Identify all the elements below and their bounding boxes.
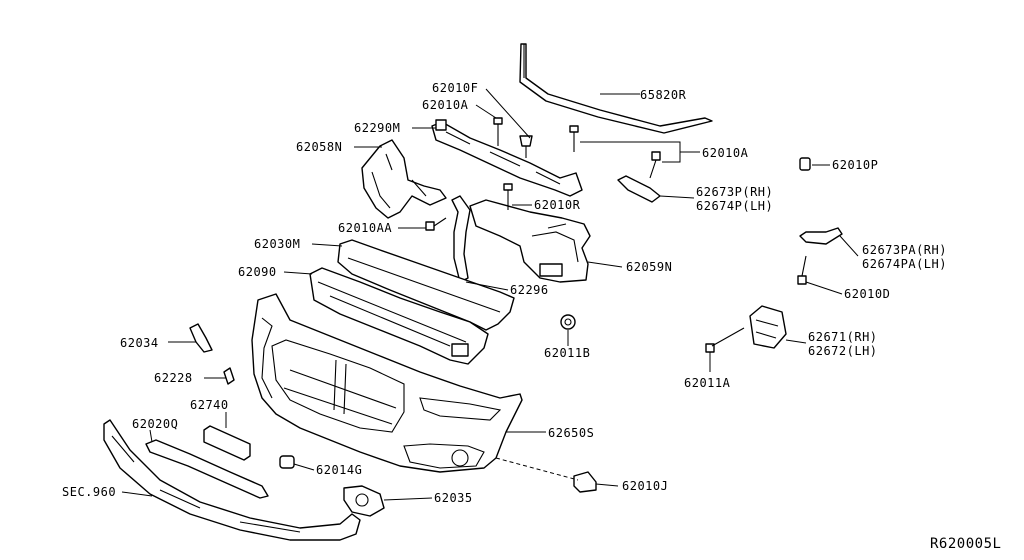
clip-62010F — [519, 135, 533, 158]
upper-seal-strip — [519, 43, 713, 134]
label-62010F: 62010F — [432, 81, 478, 95]
bolt-62010D — [797, 255, 807, 285]
bracket-62010J — [573, 471, 597, 493]
clip-62228 — [223, 367, 235, 385]
label-62673PA: 62673PA(RH) — [862, 243, 947, 257]
label-62010AA: 62010AA — [338, 221, 392, 235]
side-bracket-62034 — [189, 323, 213, 353]
upper-reinforcement — [431, 119, 583, 197]
label-62650S: 62650S — [548, 426, 594, 440]
label-62010D: 62010D — [844, 287, 890, 301]
nut-62011B — [560, 314, 576, 330]
label-62090: 62090 — [238, 265, 277, 279]
label-62010R: 62010R — [534, 198, 581, 212]
bracket-62671 — [749, 305, 787, 349]
license-plate-bracket — [203, 425, 251, 461]
label-62034: 62034 — [120, 336, 159, 350]
lower-spoiler — [103, 419, 361, 541]
diagram-id: R620005L — [930, 536, 1001, 552]
bumper-fascia — [251, 293, 523, 473]
leader-lines — [121, 88, 859, 501]
label-62671: 62671(RH) — [808, 330, 878, 344]
side-bracket-upper-right — [617, 175, 661, 203]
lower-grille-trim — [145, 439, 269, 499]
bolt-62010A-a — [493, 117, 503, 146]
label-62030M: 62030M — [254, 237, 300, 251]
energy-absorber — [309, 267, 489, 365]
label-SEC960: SEC.960 — [62, 485, 116, 499]
bolt-62010AA — [425, 217, 447, 231]
label-62035: 62035 — [434, 491, 473, 505]
label-62010A-right: 62010A — [702, 146, 749, 160]
reinforcement-beam — [337, 239, 515, 331]
side-bracket-lower-right — [799, 227, 843, 245]
label-62296: 62296 — [510, 283, 549, 297]
label-62672: 62672(LH) — [808, 344, 878, 358]
label-62020Q: 62020Q — [132, 417, 178, 431]
label-62011A: 62011A — [684, 376, 731, 390]
bolt-62010R — [503, 183, 513, 210]
label-62059N: 62059N — [626, 260, 672, 274]
label-62228: 62228 — [154, 371, 193, 385]
side-bracket-left — [361, 139, 447, 219]
label-62740: 62740 — [190, 398, 229, 412]
label-62010P: 62010P — [832, 158, 878, 172]
label-65820R: 65820R — [640, 88, 687, 102]
label-62673P: 62673P(RH) — [696, 185, 773, 199]
fog-lamp-bezel-62035 — [343, 485, 385, 517]
label-62010J: 62010J — [622, 479, 668, 493]
label-62290M: 62290M — [354, 121, 400, 135]
grommet-62014G — [279, 455, 295, 469]
label-62058N: 62058N — [296, 140, 342, 154]
bolt-62010A-c — [649, 151, 661, 179]
label-62014G: 62014G — [316, 463, 362, 477]
label-62010A-top: 62010A — [422, 98, 469, 112]
label-62674P: 62674P(LH) — [696, 199, 773, 213]
bolt-62010A-b — [569, 125, 579, 152]
center-stay — [451, 195, 471, 283]
main-support-bracket — [469, 199, 591, 283]
label-62674PA: 62674PA(LH) — [862, 257, 947, 271]
label-62011B: 62011B — [544, 346, 590, 360]
clip-62010P — [799, 157, 811, 171]
part-labels: 65820R 62010F 62010A 62290M 62058N 62010… — [62, 81, 1001, 552]
bolt-62011A — [705, 327, 745, 353]
